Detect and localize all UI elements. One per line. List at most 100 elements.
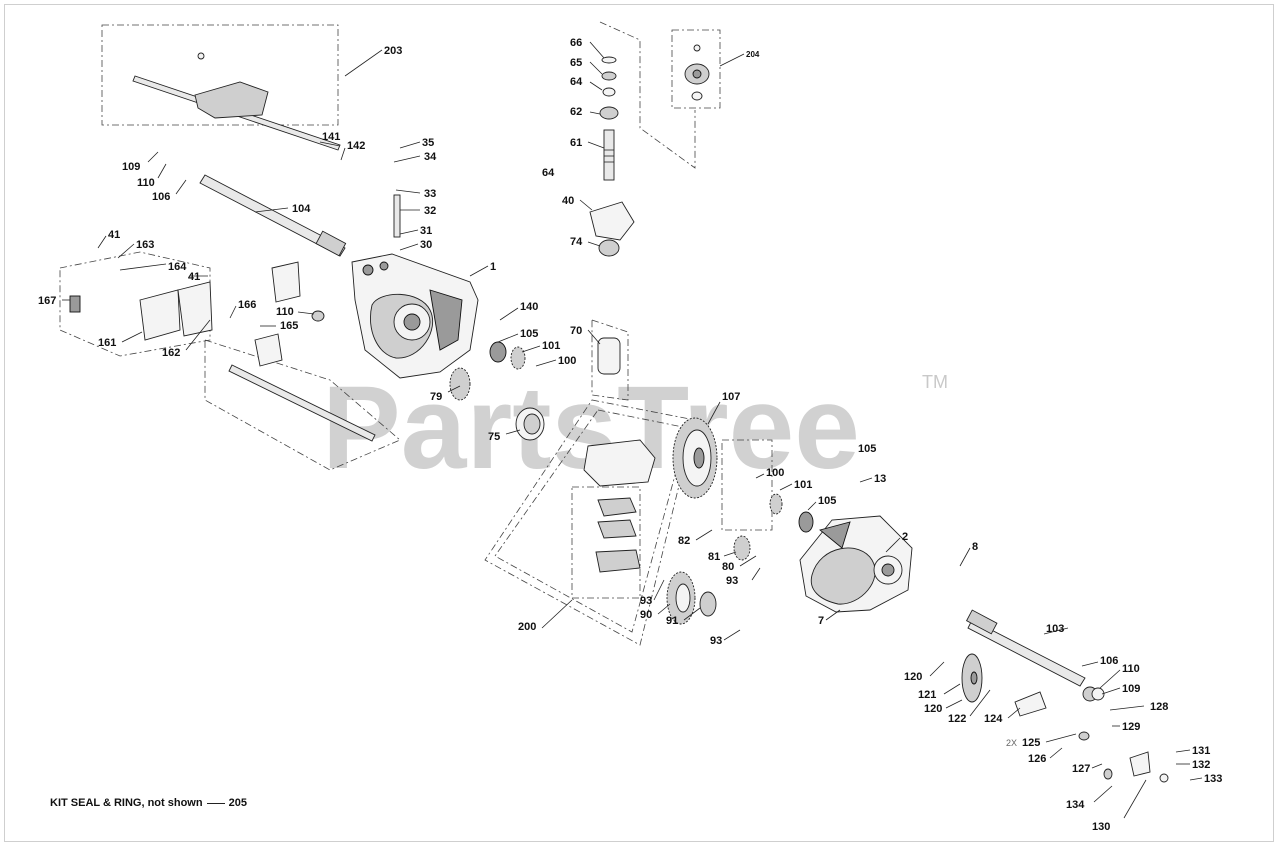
- callout-100-right: 100: [766, 467, 784, 479]
- callout-107: 107: [722, 391, 740, 403]
- gear-79: [449, 367, 471, 401]
- callout-203: 203: [384, 45, 402, 57]
- callout-125: 125: [1022, 737, 1040, 749]
- lever-parts-lower: [1014, 686, 1169, 783]
- callout-91: 91: [666, 615, 678, 627]
- callout-106: 106: [152, 191, 170, 203]
- footnote-leader: [206, 802, 225, 804]
- callout-200: 200: [518, 621, 536, 633]
- callout-133: 133: [1204, 773, 1222, 785]
- callout-70: 70: [570, 325, 582, 337]
- gear-105c: [798, 511, 814, 533]
- callout-103: 103: [1046, 623, 1064, 635]
- callout-105-lower: 105: [818, 495, 836, 507]
- callout-66: 66: [570, 37, 582, 49]
- callout-2x: 2X: [1006, 738, 1017, 748]
- callout-74: 74: [570, 236, 583, 248]
- callout-132: 132: [1192, 759, 1210, 771]
- gear-105a: [489, 341, 507, 363]
- callout-128: 128: [1150, 701, 1168, 713]
- gear-101b: [769, 493, 783, 515]
- callout-93-left: 93: [640, 595, 652, 607]
- callout-127: 127: [1072, 763, 1090, 775]
- callout-142: 142: [347, 140, 365, 152]
- callout-129: 129: [1122, 721, 1140, 733]
- callout-101-upper: 101: [542, 340, 560, 352]
- bearing-75: [515, 407, 545, 441]
- callout-109: 109: [122, 161, 140, 173]
- shift-rod: [228, 364, 376, 442]
- callout-204: 204: [746, 50, 760, 59]
- callout-101-right: 101: [794, 479, 812, 491]
- callout-134: 134: [1066, 799, 1085, 811]
- callout-100-upper: 100: [558, 355, 576, 367]
- gear-91: [699, 591, 717, 617]
- kit-204-parts: [684, 44, 710, 101]
- callout-105-upper: 105: [520, 328, 538, 340]
- callout-41-lower: 41: [188, 271, 200, 283]
- callout-130: 130: [1092, 821, 1110, 833]
- callout-2: 2: [902, 531, 908, 543]
- kit-box-70: [591, 319, 629, 401]
- callout-141: 141: [322, 131, 340, 143]
- callout-40: 40: [562, 195, 574, 207]
- callout-8: 8: [972, 541, 978, 553]
- callout-124: 124: [984, 713, 1003, 725]
- callout-105-right: 105: [858, 443, 876, 455]
- axle-shaft-104: [199, 174, 347, 257]
- callout-126: 126: [1028, 753, 1046, 765]
- gear-101a: [510, 346, 526, 370]
- callout-140: 140: [520, 301, 538, 313]
- callout-7: 7: [818, 615, 824, 627]
- callout-93-upper: 93: [726, 575, 738, 587]
- callout-109-right: 109: [1122, 683, 1140, 695]
- callout-93-lower: 93: [710, 635, 722, 647]
- gear-81: [733, 535, 751, 561]
- callout-64-upper: 64: [570, 76, 583, 88]
- callout-81: 81: [708, 551, 720, 563]
- gear-90: [666, 571, 696, 625]
- callout-1: 1: [490, 261, 496, 273]
- callout-163: 163: [136, 239, 154, 251]
- callout-161: 161: [98, 337, 116, 349]
- axle-shaft-103: [965, 609, 1086, 687]
- callout-62: 62: [570, 106, 582, 118]
- callout-165: 165: [280, 320, 298, 332]
- housing-2: [799, 515, 913, 613]
- kit-box-200-inner: [494, 409, 689, 633]
- callout-110-right: 110: [1122, 663, 1140, 675]
- kit-box-165: [204, 339, 401, 471]
- kit-box-pump-parts: [571, 486, 641, 599]
- kit-box-204: [671, 29, 721, 109]
- diagram-frame: [4, 4, 1274, 842]
- disc-121: [961, 653, 983, 703]
- callout-110-mid: 110: [276, 306, 294, 318]
- callout-35: 35: [422, 137, 434, 149]
- top-stack: [589, 56, 635, 375]
- callout-34: 34: [424, 151, 437, 163]
- kit-box-differential: [721, 439, 773, 531]
- callout-31: 31: [420, 225, 432, 237]
- footnote-text: KIT SEAL & RING, not shown: [50, 797, 203, 809]
- callout-41-upper: 41: [108, 229, 120, 241]
- callout-110: 110: [137, 177, 155, 189]
- callout-33: 33: [424, 188, 436, 200]
- callout-64-lower: 64: [542, 167, 555, 179]
- callout-80: 80: [722, 561, 734, 573]
- callout-labels: 203 141 142 109 110 106 104 35 34 33 32 …: [38, 37, 1222, 833]
- shaft-61: [603, 129, 615, 181]
- linkage-parts: [69, 261, 325, 367]
- callout-13: 13: [874, 473, 886, 485]
- callout-106-right: 106: [1100, 655, 1118, 667]
- callout-65: 65: [570, 57, 582, 69]
- watermark-tm: TM: [922, 372, 948, 392]
- callout-162: 162: [162, 347, 180, 359]
- callout-131: 131: [1192, 745, 1210, 757]
- callout-30: 30: [420, 239, 432, 251]
- callout-75: 75: [488, 431, 500, 443]
- callout-79: 79: [430, 391, 442, 403]
- callout-164: 164: [168, 261, 187, 273]
- callout-121: 121: [918, 689, 936, 701]
